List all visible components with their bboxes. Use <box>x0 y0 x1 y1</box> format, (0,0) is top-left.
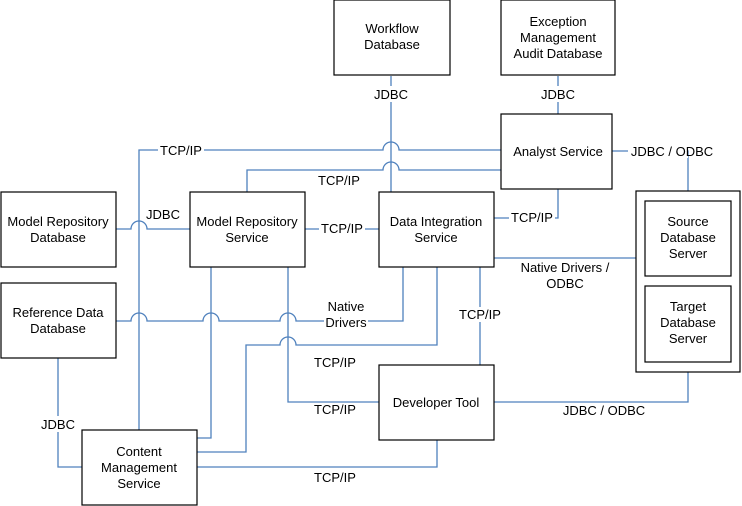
edge-labels: JDBC JDBC TCP/IP TCP/IP JDBC / ODBC JDBC… <box>38 86 713 485</box>
edge-label-dis-devtool-tcpip: TCP/IP <box>459 307 501 322</box>
edge-cms-to-mrs <box>197 267 212 439</box>
node-label-line: Database <box>30 321 86 336</box>
node-label-line: Server <box>669 246 708 261</box>
node-label-line: Service <box>225 230 268 245</box>
node-label-line: Reference Data <box>12 305 104 320</box>
edge-refdb-to-cms <box>57 358 82 468</box>
node-label-line: Server <box>669 331 708 346</box>
edge-label-dis-analyst-tcpip: TCP/IP <box>511 210 553 225</box>
edge-label-workflow-jdbc: JDBC <box>374 87 408 102</box>
node-label-line: Content <box>116 444 162 459</box>
edge-cms-to-dis <box>197 267 438 453</box>
svg-text:Analyst Service: Analyst Service <box>513 144 603 159</box>
node-label-line: Developer Tool <box>393 395 480 410</box>
node-label-line: Target <box>670 299 707 314</box>
node-label-line: Database <box>660 315 716 330</box>
edge-label-mrs-devtool-tcpip: TCP/IP <box>314 402 356 417</box>
node-label-line: Management <box>520 30 596 45</box>
node-label-line: Analyst Service <box>513 144 603 159</box>
node-analyst-service[interactable]: Analyst Service <box>500 113 613 190</box>
node-label-line: Source <box>667 214 708 229</box>
edges <box>57 76 689 468</box>
svg-text:Developer Tool: Developer Tool <box>393 395 480 410</box>
node-label-line: Model Repository <box>196 214 298 229</box>
node-label-line: Service <box>117 476 160 491</box>
edge-label-cms-dis-tcpip: TCP/IP <box>314 355 356 370</box>
node-label-line: Database <box>660 230 716 245</box>
edge-cms-to-devtool <box>197 440 438 468</box>
edge-mrs-to-analyst <box>246 161 501 192</box>
node-label-line: Audit Database <box>514 46 603 61</box>
node-label-line: Workflow <box>365 21 419 36</box>
edge-label-cms-devtool-tcpip: TCP/IP <box>314 470 356 485</box>
edge-label-dis-sources-native-odbc: Native Drivers /ODBC <box>521 260 610 291</box>
node-developer-tool[interactable]: Developer Tool <box>378 364 495 441</box>
edge-refdb-to-dis <box>116 267 404 322</box>
edge-mrs-to-devtool <box>287 267 379 403</box>
edge-label-cms-analyst-tcpip: TCP/IP <box>160 143 202 158</box>
node-label-line: Data Integration <box>390 214 483 229</box>
edge-label-exception-jdbc: JDBC <box>541 87 575 102</box>
edge-label-refdb-cms-jdbc: JDBC <box>41 417 75 432</box>
edge-label-analyst-jdbc-odbc: JDBC / ODBC <box>631 144 713 159</box>
edge-label-mrdb-jdbc: JDBC <box>146 207 180 222</box>
edge-label-devtool-sources-jdbc-odbc: JDBC / ODBC <box>563 403 645 418</box>
node-label-line: Management <box>101 460 177 475</box>
node-label-line: Database <box>364 37 420 52</box>
edge-label-mrs-dis-tcpip: TCP/IP <box>321 221 363 236</box>
node-label-line: Model Repository <box>7 214 109 229</box>
node-label-line: Exception <box>529 14 586 29</box>
edge-cms-to-analyst <box>138 141 501 430</box>
node-label-line: Database <box>30 230 86 245</box>
edge-label-mrs-analyst-tcpip: TCP/IP <box>318 173 360 188</box>
node-label-line: Service <box>414 230 457 245</box>
edge-devtool-to-sources <box>494 372 689 403</box>
edge-mrdb-to-mrs <box>116 220 190 230</box>
